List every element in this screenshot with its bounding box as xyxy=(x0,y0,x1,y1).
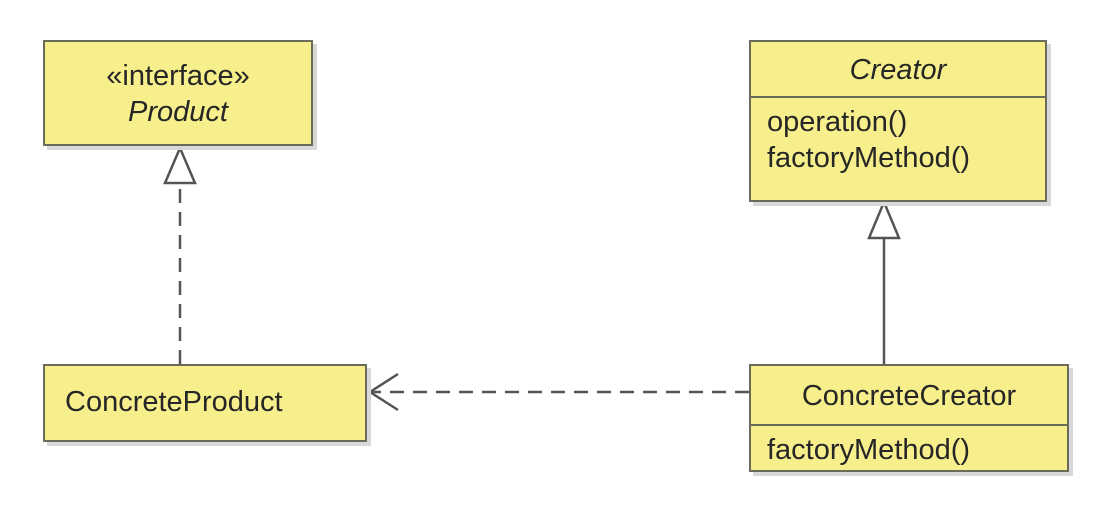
product-header: «interface» Product xyxy=(45,42,311,144)
creator-operations: operation() factoryMethod() xyxy=(751,98,1045,200)
concrete-creator-operations: factoryMethod() xyxy=(751,426,1067,470)
creator-header: Creator xyxy=(751,42,1045,98)
creator-name: Creator xyxy=(849,54,947,86)
realization-arrowhead-icon xyxy=(163,144,197,185)
product-stereotype: «interface» xyxy=(106,60,250,92)
concrete-creator-class[interactable]: ConcreteCreator factoryMethod() xyxy=(749,364,1069,472)
dependency-arrowhead-icon xyxy=(367,372,399,412)
creator-factory-method: factoryMethod() xyxy=(767,142,971,174)
concrete-creator-name: ConcreteCreator xyxy=(801,380,1017,412)
concrete-product-name: ConcreteProduct xyxy=(65,386,283,418)
concrete-creator-header: ConcreteCreator xyxy=(751,366,1067,426)
creator-class[interactable]: Creator operation() factoryMethod() xyxy=(749,40,1047,202)
product-name: Product xyxy=(128,96,228,128)
creator-operation: operation() xyxy=(767,106,908,138)
concrete-creator-factory-method: factoryMethod() xyxy=(767,434,971,466)
generalization-arrowhead-icon xyxy=(867,198,901,240)
concrete-product-header: ConcreteProduct xyxy=(45,366,365,440)
product-interface-class[interactable]: «interface» Product xyxy=(43,40,313,146)
concrete-product-class[interactable]: ConcreteProduct xyxy=(43,364,367,442)
